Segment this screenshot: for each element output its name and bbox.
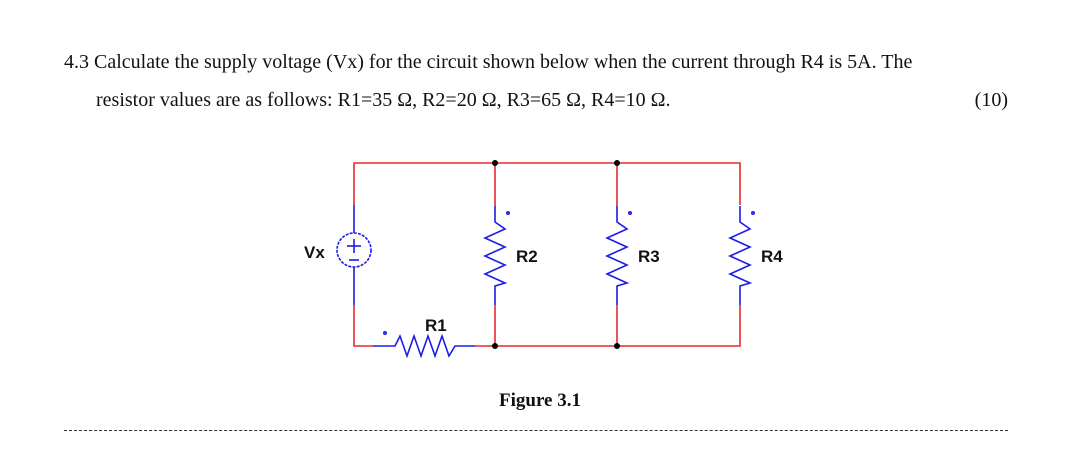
r1-label: R1	[425, 316, 447, 335]
r2-label: R2	[516, 247, 538, 266]
wire-bottom-right	[475, 305, 741, 347]
node-bottom-r2	[492, 343, 498, 349]
resistor-r1	[373, 330, 475, 359]
wire-bottom-left	[353, 305, 373, 347]
r3-label: R3	[638, 247, 660, 266]
junction-nodes	[492, 160, 620, 349]
r4-label: R4	[761, 247, 783, 266]
node-top-r3	[614, 160, 620, 166]
wires	[353, 162, 741, 347]
figure-caption: Figure 3.1	[499, 390, 581, 411]
resistor-r3	[605, 206, 632, 305]
wire-top	[353, 162, 741, 205]
resistor-r4	[728, 206, 755, 305]
voltage-source	[336, 205, 372, 305]
source-label: Vx	[304, 243, 325, 262]
question-marks: (10)	[974, 89, 1008, 111]
dashed-divider	[64, 430, 1008, 431]
question-line-2: resistor values are as follows: R1=35 Ω,…	[96, 89, 671, 111]
node-top-r2	[492, 160, 498, 166]
resistor-r2	[483, 206, 510, 305]
question-line-1: 4.3 Calculate the supply voltage (Vx) fo…	[64, 51, 913, 73]
node-bottom-r3	[614, 343, 620, 349]
